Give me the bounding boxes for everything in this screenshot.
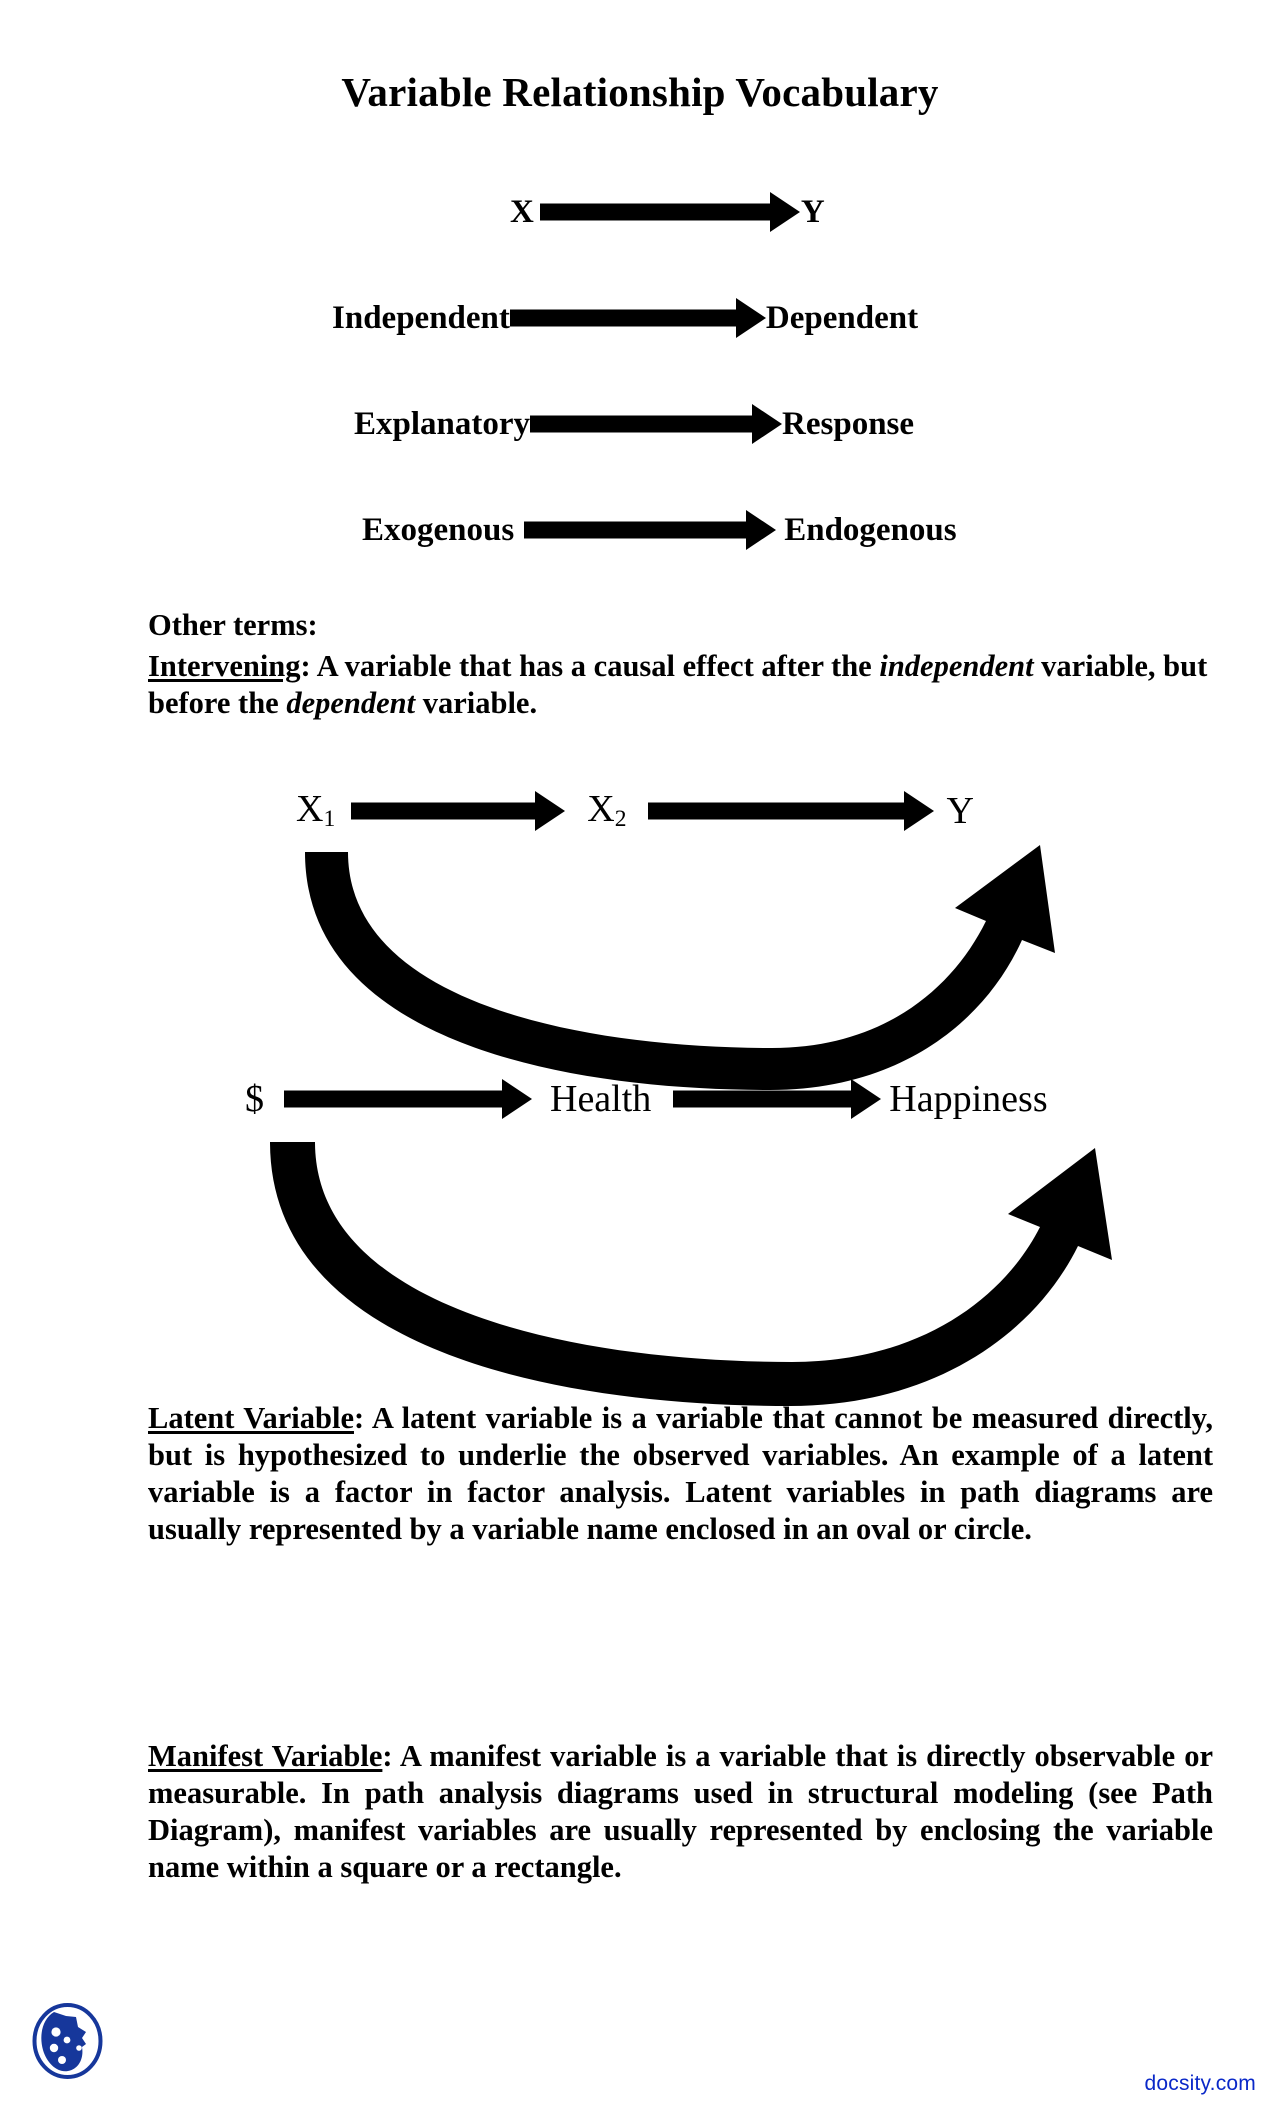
intervening-definition: Intervening: A variable that has a causa… — [148, 648, 1213, 722]
diagram-intervening-concrete: $ Health Happiness — [0, 1078, 1280, 1428]
pair-left-label-explanatory: Explanatory — [354, 405, 531, 442]
pair-left-label-x: X — [510, 193, 534, 230]
pair-row-explanatory-response: Explanatory Response — [354, 394, 914, 454]
intervening-term: Intervening — [148, 649, 301, 683]
node-money: $ — [245, 1078, 264, 1120]
arrow-right-icon — [673, 1078, 882, 1120]
arrow-right-icon — [524, 509, 777, 551]
curved-arrow-x1-to-y — [305, 845, 1055, 1090]
pair-right-label-endogenous: Endogenous — [784, 511, 957, 548]
node-health: Health — [550, 1078, 652, 1120]
docsity-logo[interactable] — [30, 2002, 105, 2080]
intervening-colon: : — [300, 649, 317, 683]
arrow-right-icon — [530, 403, 783, 445]
pair-row-exogenous-endogenous: Exogenous Endogenous — [362, 500, 957, 560]
docsity-link[interactable]: docsity.com — [1144, 2072, 1256, 2095]
pair-right-label-response: Response — [782, 405, 915, 442]
intervening-text-1: A variable that has a causal effect afte… — [316, 649, 880, 683]
node-y: Y — [946, 790, 974, 832]
pair-left-label-exogenous: Exogenous — [362, 511, 515, 548]
latent-variable-text: A latent variable is a variable that can… — [148, 1401, 1213, 1547]
other-terms-heading: Other terms: — [148, 607, 1213, 644]
curved-arrow-money-to-happiness — [270, 1142, 1112, 1406]
arrow-right-icon — [648, 790, 935, 832]
arrow-right-icon — [284, 1078, 532, 1120]
arrow-right-icon — [509, 297, 766, 339]
intervening-em-independent: independent — [879, 649, 1034, 683]
node-happiness: Happiness — [889, 1078, 1048, 1120]
manifest-variable-term: Manifest Variable — [148, 1739, 383, 1773]
intervening-em-dependent: dependent — [286, 686, 416, 721]
arrow-right-icon — [539, 191, 800, 233]
concrete-node-row: $ Health Happiness — [245, 1078, 1048, 1120]
latent-variable-colon: : — [353, 1401, 372, 1435]
other-terms-label: Other terms: — [148, 608, 318, 642]
latent-variable-term: Latent Variable — [148, 1401, 354, 1435]
intervening-text-2: variable, but before the — [148, 649, 1208, 721]
pair-right-label-dependent: Dependent — [765, 299, 919, 336]
pair-left-label-independent: Independent — [332, 299, 510, 336]
manifest-variable-definition: Manifest Variable: A manifest variable i… — [148, 1738, 1213, 1886]
manifest-variable-text: A manifest variable is a variable that i… — [148, 1739, 1213, 1885]
pair-right-label-y: Y — [800, 193, 825, 230]
pair-row-independent-dependent: Independent Dependent — [332, 288, 918, 348]
abstract-node-row: X1 X2 Y — [296, 790, 974, 832]
intervening-text-3: variable. — [415, 686, 538, 721]
latent-variable-definition: Latent Variable: A latent variable is a … — [148, 1400, 1213, 1548]
arrow-right-icon — [351, 790, 566, 832]
manifest-variable-colon: : — [382, 1739, 400, 1773]
node-x2: X2 — [587, 788, 627, 833]
pair-row-x-y: X Y — [510, 182, 825, 242]
diagram-intervening-abstract: X1 X2 Y — [0, 790, 1280, 1130]
node-x1: X1 — [296, 788, 336, 833]
page-title: Variable Relationship Vocabulary — [341, 69, 939, 115]
